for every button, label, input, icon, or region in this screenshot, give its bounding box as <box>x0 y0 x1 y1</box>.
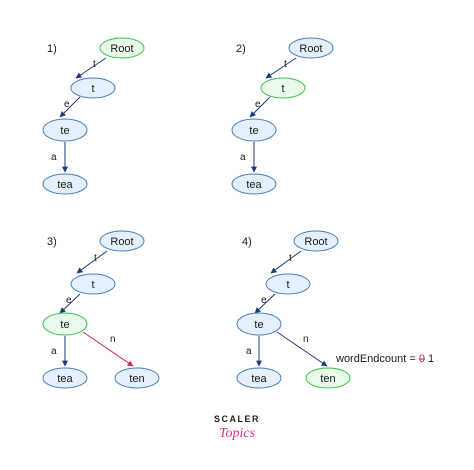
node-root <box>99 37 145 59</box>
panel-3: 3) t e a n Root t te tea ten <box>42 230 160 389</box>
node-tea-label: tea <box>246 179 262 191</box>
node-root-label: Root <box>299 43 322 55</box>
edge-te-ten <box>276 331 328 367</box>
panel-1: 1) t e a Root t te tea <box>42 37 145 195</box>
edge-label-t: t <box>93 59 96 70</box>
edge-label-e: e <box>261 295 267 306</box>
node-root <box>288 37 334 59</box>
edge-label-e: e <box>66 295 72 306</box>
word-end-count-note: wordEndcount = 0 1 <box>335 353 434 365</box>
node-tea <box>42 367 88 389</box>
word-end-count-new: 1 <box>425 353 434 365</box>
logo-topics: Topics <box>219 426 256 441</box>
node-tea <box>231 173 277 195</box>
node-t <box>265 273 311 295</box>
node-t-label: t <box>281 83 284 95</box>
edge-label-t: t <box>94 253 97 264</box>
panel-number: 3) <box>47 236 57 248</box>
logo-scaler: SCALER <box>214 414 260 424</box>
panel-number: 2) <box>236 43 246 55</box>
node-t <box>70 77 116 99</box>
edge-t-te <box>59 293 81 314</box>
node-ten <box>305 367 351 389</box>
node-root <box>293 230 339 252</box>
edge-label-e: e <box>64 99 70 110</box>
edge-label-n: n <box>110 334 116 345</box>
node-te <box>42 118 88 142</box>
edge-t-te <box>59 96 81 118</box>
edge-te-ten <box>82 331 134 367</box>
node-ten-label: ten <box>129 373 144 385</box>
panel-2: 2) t e a Root t te tea <box>231 37 334 195</box>
edge-label-a: a <box>240 152 246 163</box>
node-root <box>99 230 145 252</box>
node-tea-label: tea <box>57 179 73 191</box>
scaler-topics-logo: SCALER Topics <box>214 414 260 441</box>
panel-number: 4) <box>242 236 252 248</box>
node-te-label: te <box>60 319 69 331</box>
node-t-label: t <box>91 279 94 291</box>
node-te <box>236 312 282 336</box>
edge-t-te <box>254 293 276 314</box>
node-ten-label: ten <box>320 373 335 385</box>
node-tea <box>236 367 282 389</box>
edge-root-t <box>76 250 108 274</box>
node-ten <box>114 367 160 389</box>
word-end-count-prefix: wordEndcount = <box>335 353 419 365</box>
node-te-label: te <box>254 319 263 331</box>
node-root-label: Root <box>304 236 327 248</box>
edge-label-t: t <box>289 253 292 264</box>
edge-t-te <box>249 96 271 118</box>
edge-label-a: a <box>246 346 252 357</box>
panel-number: 1) <box>47 43 57 55</box>
edge-label-e: e <box>255 99 261 110</box>
edge-root-t <box>75 57 107 79</box>
node-t-label: t <box>91 83 94 95</box>
node-te <box>231 118 277 142</box>
panel-4: 4) t e a n Root t te tea ten wordEndcoun… <box>236 230 434 389</box>
node-te-label: te <box>249 125 258 137</box>
node-t <box>70 273 116 295</box>
node-te-label: te <box>60 125 69 137</box>
node-te <box>42 312 88 336</box>
edge-root-t <box>265 57 297 79</box>
word-end-count-old: 0 <box>419 353 425 365</box>
node-tea-label: tea <box>251 373 267 385</box>
node-root-label: Root <box>110 236 133 248</box>
edge-label-n: n <box>303 334 309 345</box>
node-tea-label: tea <box>57 373 73 385</box>
edge-root-t <box>270 250 302 274</box>
edge-label-a: a <box>51 346 57 357</box>
edge-label-t: t <box>284 59 287 70</box>
node-t <box>260 77 306 99</box>
edge-label-a: a <box>51 152 57 163</box>
node-tea <box>42 173 88 195</box>
node-root-label: Root <box>110 43 133 55</box>
node-t-label: t <box>286 279 289 291</box>
